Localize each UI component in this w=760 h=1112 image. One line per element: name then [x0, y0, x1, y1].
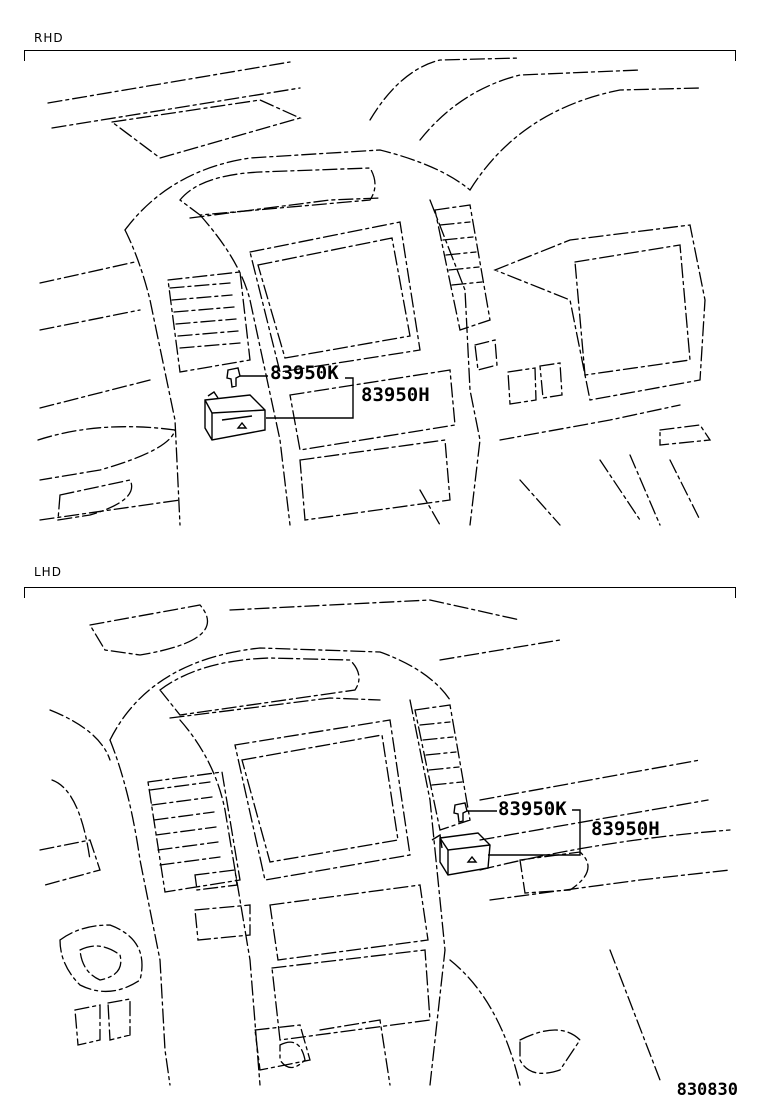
section-frame-lhd [24, 587, 736, 598]
diagram-number: 830830 [676, 1080, 738, 1100]
rhd-dashboard-drawing [37, 57, 712, 526]
section-label-lhd: LHD [34, 565, 62, 579]
lhd-part-83950k-label: 83950K [498, 798, 567, 820]
lhd-leader-bracket [560, 809, 581, 856]
rhd-switch-icon [204, 391, 266, 441]
lhd-dashboard-drawing [39, 599, 731, 1086]
lhd-clip-icon [453, 802, 468, 823]
rhd-parts [204, 367, 354, 441]
rhd-leader-bracket [330, 377, 354, 419]
lhd-parts [431, 802, 581, 876]
rhd-part-83950h-label: 83950H [361, 384, 430, 406]
lhd-part-83950h-label: 83950H [591, 818, 660, 840]
rhd-clip-icon [226, 367, 241, 388]
section-label-rhd: RHD [34, 31, 64, 45]
section-frame-rhd [24, 50, 736, 61]
lhd-switch-icon [431, 832, 491, 876]
rhd-part-83950k-label: 83950K [270, 362, 339, 384]
